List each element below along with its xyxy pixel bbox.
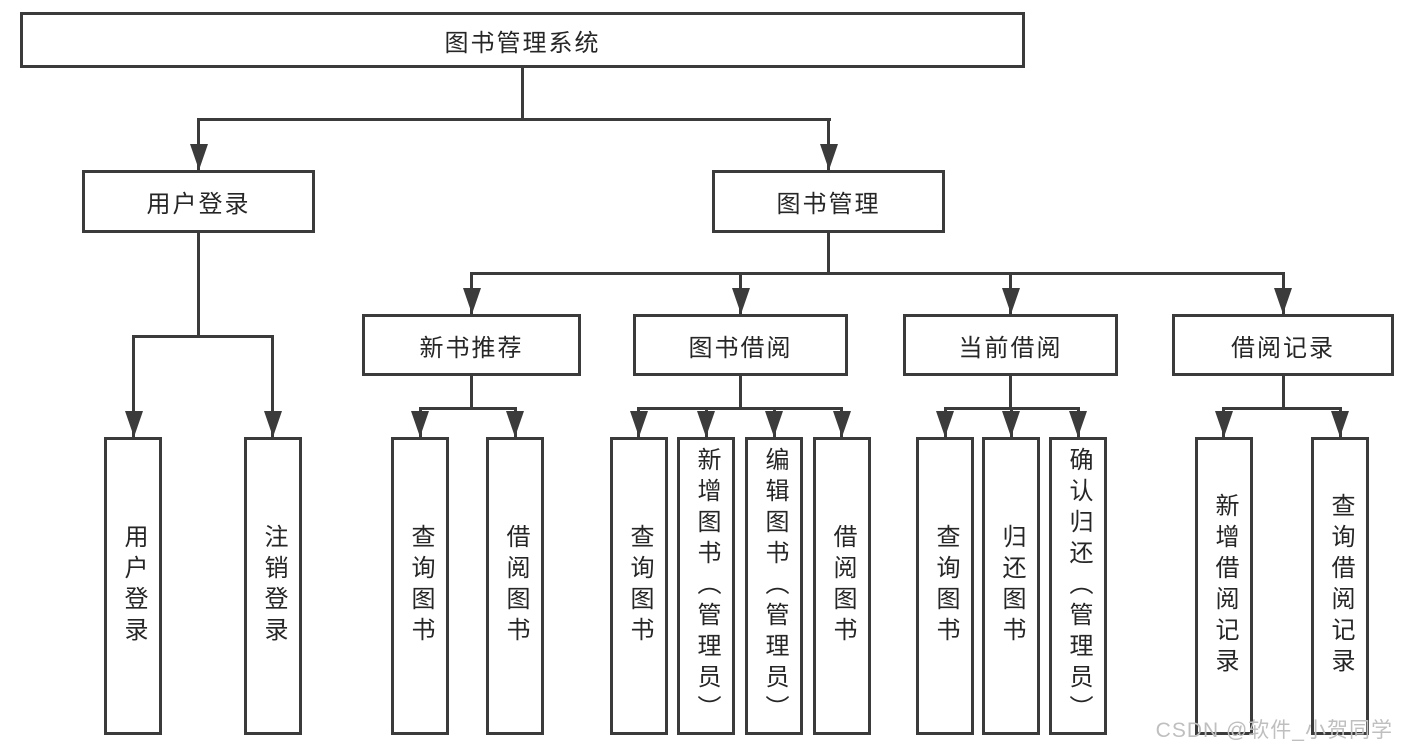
watermark: CSDN @软件_小贺同学 bbox=[1155, 719, 1393, 742]
arrow-current-return-books bbox=[1002, 407, 1020, 437]
node-book-management: 图书管理 bbox=[712, 170, 945, 233]
edge-book-borrow-stem bbox=[739, 376, 742, 407]
arrow-to-leaf-user-login bbox=[124, 335, 143, 437]
leaf-borrow-edit-books-admin: 编辑图书（管理员） bbox=[745, 437, 803, 735]
node-root: 图书管理系统 bbox=[20, 12, 1025, 68]
arrow-current-confirm-return bbox=[1069, 407, 1087, 437]
arrow-records-add-record bbox=[1214, 407, 1233, 437]
edge-new-book-recommend-stem bbox=[470, 376, 473, 407]
leaf-current-query-books: 查询图书 bbox=[916, 437, 974, 735]
leaf-recommend-borrow-books: 借阅图书 bbox=[486, 437, 544, 735]
arrow-to-user-login bbox=[189, 118, 208, 170]
arrow-recommend-query-books bbox=[411, 407, 429, 437]
arrow-to-book-management bbox=[819, 118, 838, 170]
arrow-to-book-borrow bbox=[731, 272, 750, 314]
arrow-to-new-book-recommend bbox=[462, 272, 481, 314]
arrow-to-leaf-logout bbox=[263, 335, 282, 437]
leaf-user-login: 用户登录 bbox=[104, 437, 162, 735]
edge-root-stem bbox=[521, 68, 524, 118]
edge-book-borrow-branch bbox=[637, 407, 843, 410]
leaf-logout: 注销登录 bbox=[244, 437, 302, 735]
arrow-to-borrow-records bbox=[1274, 272, 1292, 314]
arrow-to-current-borrow bbox=[1001, 272, 1020, 314]
arrow-current-query-books bbox=[936, 407, 954, 437]
arrow-recommend-borrow-books bbox=[506, 407, 524, 437]
arrow-records-query-record bbox=[1331, 407, 1349, 437]
leaf-records-query-record: 查询借阅记录 bbox=[1311, 437, 1369, 735]
arrow-borrow-add-books bbox=[697, 407, 715, 437]
edge-borrow-records-branch bbox=[1222, 407, 1342, 410]
node-current-borrow: 当前借阅 bbox=[903, 314, 1118, 376]
leaf-recommend-query-books: 查询图书 bbox=[391, 437, 449, 735]
leaf-records-add-record: 新增借阅记录 bbox=[1195, 437, 1253, 735]
leaf-current-return-books: 归还图书 bbox=[982, 437, 1040, 735]
leaf-borrow-query-books: 查询图书 bbox=[610, 437, 668, 735]
arrow-borrow-borrow-books bbox=[832, 407, 851, 437]
arrow-borrow-query-books bbox=[629, 407, 648, 437]
leaf-borrow-add-books-admin: 新增图书（管理员） bbox=[677, 437, 735, 735]
leaf-current-confirm-return-admin: 确认归还（管理员） bbox=[1049, 437, 1107, 735]
node-borrow-records: 借阅记录 bbox=[1172, 314, 1394, 376]
node-user-login: 用户登录 bbox=[82, 170, 315, 233]
arrow-borrow-edit-books bbox=[765, 407, 783, 437]
node-new-book-recommend: 新书推荐 bbox=[362, 314, 581, 376]
edge-root-branch bbox=[197, 118, 831, 121]
edge-user-login-stem bbox=[197, 233, 200, 335]
edge-user-login-branch bbox=[132, 335, 274, 338]
edge-book-management-stem bbox=[827, 233, 830, 272]
leaf-borrow-borrow-books: 借阅图书 bbox=[813, 437, 871, 735]
edge-new-book-recommend-branch bbox=[418, 407, 517, 410]
edge-current-borrow-stem bbox=[1009, 376, 1012, 407]
edge-borrow-records-stem bbox=[1281, 376, 1285, 407]
edge-book-management-branch bbox=[470, 272, 1285, 275]
node-book-borrow: 图书借阅 bbox=[633, 314, 848, 376]
